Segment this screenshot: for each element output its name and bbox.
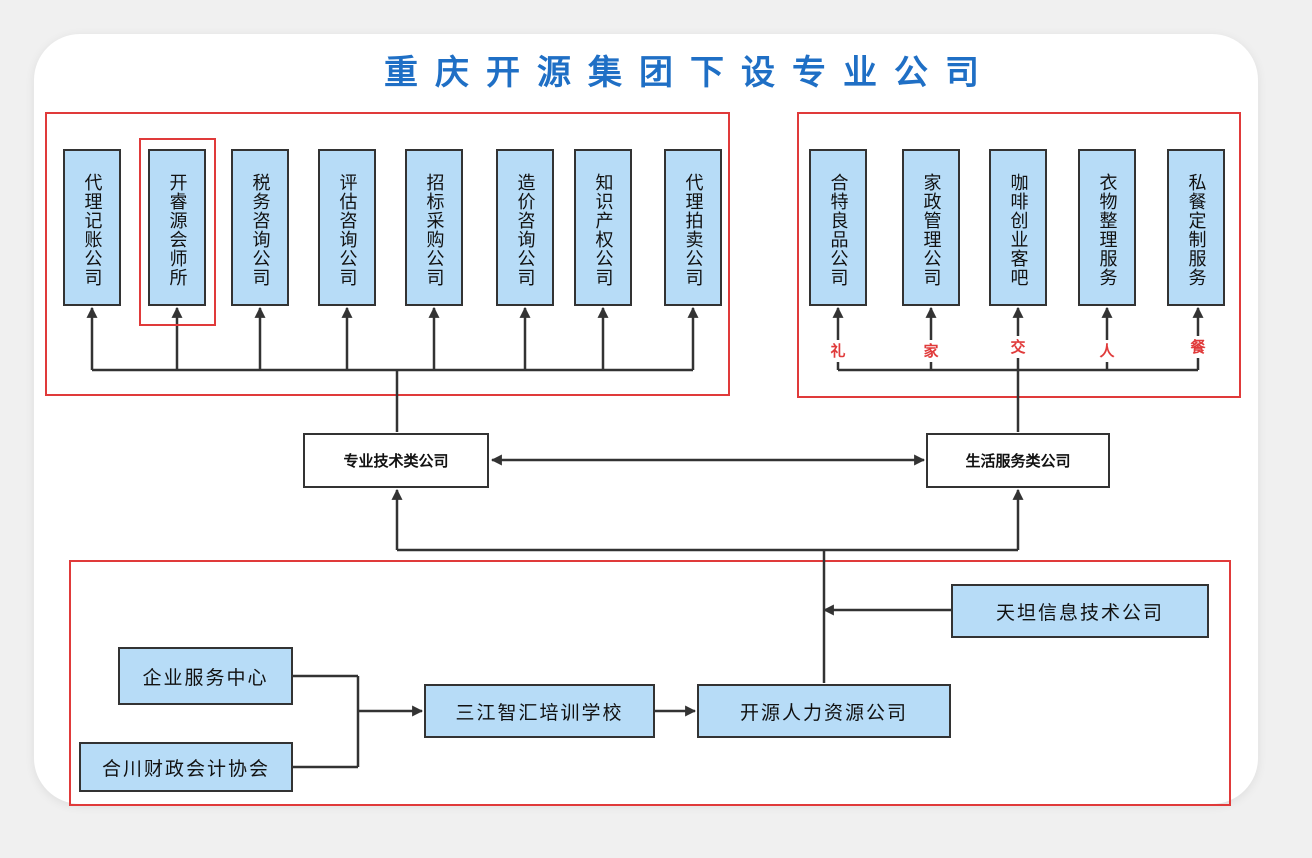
node-hechuan-caizheng-xiehui: 合川财政会计协会 (79, 742, 293, 792)
company-yiwu-zhengli: 衣物整理服务 (1078, 149, 1136, 306)
company-zhaobiao-caigou: 招标采购公司 (405, 149, 463, 306)
company-jiazheng-guanli: 家政管理公司 (902, 149, 960, 306)
node-kaiyuan-renli: 开源人力资源公司 (697, 684, 951, 738)
company-shuiwu-zixun: 税务咨询公司 (231, 149, 289, 306)
support-group-frame (69, 560, 1231, 806)
kairuiyuan-highlight (139, 138, 216, 326)
node-qiye-fuwu-zhongxin: 企业服务中心 (118, 647, 293, 705)
tag-jiao: 交 (1003, 336, 1033, 358)
category-life-service: 生活服务类公司 (926, 433, 1110, 488)
diagram-title: 重庆开源集团下设专业公司 (384, 52, 996, 93)
tag-ren: 人 (1092, 340, 1122, 362)
company-daili-paimai: 代理拍卖公司 (664, 149, 722, 306)
node-sanjiang-zhihui: 三江智汇培训学校 (424, 684, 655, 738)
tag-li: 礼 (823, 340, 853, 362)
company-sican-dingzhi: 私餐定制服务 (1167, 149, 1225, 306)
company-kairuiyuan-kuaijishi: 开睿源会师所 (148, 149, 206, 306)
category-professional: 专业技术类公司 (303, 433, 489, 488)
company-hete-liangpin: 合特良品公司 (809, 149, 867, 306)
tag-can: 餐 (1183, 336, 1213, 358)
company-daili-jizhang: 代理记账公司 (63, 149, 121, 306)
company-kafei-chuangye: 咖啡创业客吧 (989, 149, 1047, 306)
company-zaojia-zixun: 造价咨询公司 (496, 149, 554, 306)
company-zhishi-chanquan: 知识产权公司 (574, 149, 632, 306)
professional-group-frame (45, 112, 730, 396)
tag-jia: 家 (916, 340, 946, 362)
node-tiantan-xinxi: 天坦信息技术公司 (951, 584, 1209, 638)
company-pinggu-zixun: 评估咨询公司 (318, 149, 376, 306)
